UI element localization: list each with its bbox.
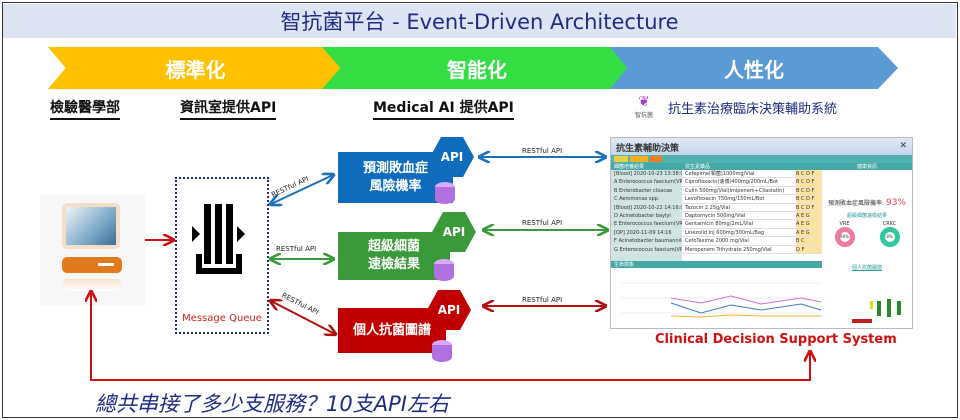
phase-standardization: 標準化 (48, 47, 343, 89)
header-it: 資訊室提供API (180, 97, 277, 120)
restful-label: RESTful API (522, 296, 563, 304)
drug-name: Gentamicin 80mg/2mL/Vial (685, 221, 754, 228)
cdss-antibiogram: 個人抗菌圖譜 (822, 261, 912, 328)
cdss-caption: Clinical Decision Support System (655, 332, 897, 347)
phase-label: 智能化 (447, 57, 507, 82)
drug-susceptibility: A E G (796, 228, 822, 237)
drug-name: Cefepime(頓菌)1000mg/Vial (685, 171, 755, 177)
header-lab: 檢驗醫學部 (50, 97, 120, 120)
restful-label: RESTful API (276, 245, 317, 253)
page-title: 智抗菌平台 - Event-Driven Architecture (3, 4, 956, 38)
close-icon[interactable]: ✕ (899, 141, 907, 151)
organism-item[interactable]: G Enterococcus faecium(VRE) (611, 246, 682, 254)
organism-item[interactable]: F Acinetobacter baumannii (611, 237, 682, 246)
phase-label: 人性化 (724, 57, 784, 82)
drug-row[interactable]: Meropenem Trihydrate 250mg/Vial D F (682, 245, 822, 254)
drug-susceptibility: B C D F (796, 203, 822, 211)
drug-susceptibility: A E G (796, 211, 822, 220)
arrow-mq-sepsis (271, 175, 333, 204)
header-ai: Medical AI 提供API (373, 97, 514, 120)
vre-donut: 90% (834, 227, 855, 247)
phase-intelligence: 智能化 (322, 47, 632, 89)
database-icon (435, 182, 455, 204)
bottom-question: 總共串接了多少支服務？10支API左右 (95, 392, 449, 416)
drug-name: Ciprofloxacin(速博)400mg/200mL/Bot (685, 179, 778, 186)
cdss-window-titlebar: 抗生素輔助決策✕ (611, 138, 912, 155)
drug-row[interactable]: Linezolid Inj 600mg/300mL/Bag A E G (682, 228, 822, 238)
service-superbug-rapid-test: 超級細菌速檢結果 (338, 232, 450, 280)
drug-row[interactable]: Gentamicin 80mg/2mL/Vial A E G (682, 220, 822, 229)
drug-row[interactable]: Daptomycin 500mg/Vial A E G (682, 211, 822, 221)
organism-item[interactable]: [Blood] 2020-10-22 14:16:00 (611, 204, 682, 212)
organism-item[interactable]: [OP] 2020-11-09 14:16 (611, 229, 682, 238)
message-queue-icon (192, 204, 245, 274)
drug-susceptibility: B C D F (796, 170, 822, 178)
api-hex-superbug[interactable]: API (432, 212, 476, 252)
phase-label: 標準化 (165, 57, 226, 82)
organism-item[interactable]: C Aeromonas spp. (611, 195, 682, 204)
drug-name: Culin 500mg/Vial(Imipenem+Cilastatin) (685, 187, 785, 194)
api-hex-sepsis[interactable]: API (430, 137, 474, 177)
header-system: 抗生素治療臨床決策輔助系統 (668, 102, 838, 117)
drug-name: Levofloxacin 750mg/150mL/Bot (685, 196, 765, 203)
organism-item[interactable]: D Acinetobacter baylyi (611, 212, 682, 221)
database-icon (434, 259, 454, 281)
drug-susceptibility: A E G (796, 220, 822, 228)
drug-row[interactable]: CefoTaxime 2000 mg/Vial B C (682, 237, 822, 246)
drug-susceptibility: B C D F (796, 178, 822, 186)
drug-name: Meropenem Trihydrate 250mg/Vial (685, 246, 772, 253)
drug-name: Linezolid Inj 600mg/300mL/Bag (685, 229, 765, 236)
risk-value: 93% (885, 198, 906, 208)
restful-label: RESTful API (522, 147, 563, 155)
logo: ❦ 智抗菌 (634, 94, 653, 119)
drug-row[interactable]: Cefepime(頓菌)1000mg/Vial B C D F (682, 170, 822, 179)
drug-row[interactable]: Culin 500mg/Vial(Imipenem+Cilastatin) B C… (682, 186, 822, 196)
lab-computer-icon (40, 195, 145, 305)
drug-row[interactable]: Ciprofloxacin(速博)400mg/200mL/Bot B C D F (682, 178, 822, 187)
organism-item[interactable]: A Enterococcus faecium(VRE) (611, 178, 682, 187)
drug-susceptibility: D F (796, 245, 822, 253)
drug-susceptibility: B C D F (796, 195, 822, 203)
drug-name: Daptomycin 500mg/Vial (685, 212, 746, 219)
crkp-donut: 8% (879, 227, 900, 247)
drug-row[interactable]: Tazocin 2.25g/Vial B C D F (682, 203, 822, 212)
organism-item[interactable]: E Enterococcus faecium(VRE) (611, 220, 682, 229)
risk-label: 預測敗血症風險機率: (828, 200, 885, 207)
drug-row[interactable]: Levofloxacin 750mg/150mL/Bot B C D F (682, 195, 822, 204)
arrow-feedback-loop (91, 292, 810, 381)
drug-susceptibility: B C (796, 237, 822, 245)
drug-susceptibility: B C D F (796, 186, 822, 195)
cdss-screenshot: 抗生素輔助決策✕ 細菌培養結果 [Blood] 2020-10-23 13:38… (610, 137, 913, 329)
phase-humanization: 人性化 (610, 47, 898, 89)
organism-item[interactable]: B Enterobacter cloacae (611, 187, 682, 196)
organism-item[interactable]: [Blood] 2020-10-23 13:38:00 (611, 170, 682, 179)
cdss-vitals-chart: 生命徵象 (611, 261, 822, 328)
drug-name: CefoTaxime 2000 mg/Vial (685, 238, 749, 245)
restful-label: RESTful API (522, 219, 563, 227)
drug-name: Tazocin 2.25g/Vial (685, 204, 731, 211)
